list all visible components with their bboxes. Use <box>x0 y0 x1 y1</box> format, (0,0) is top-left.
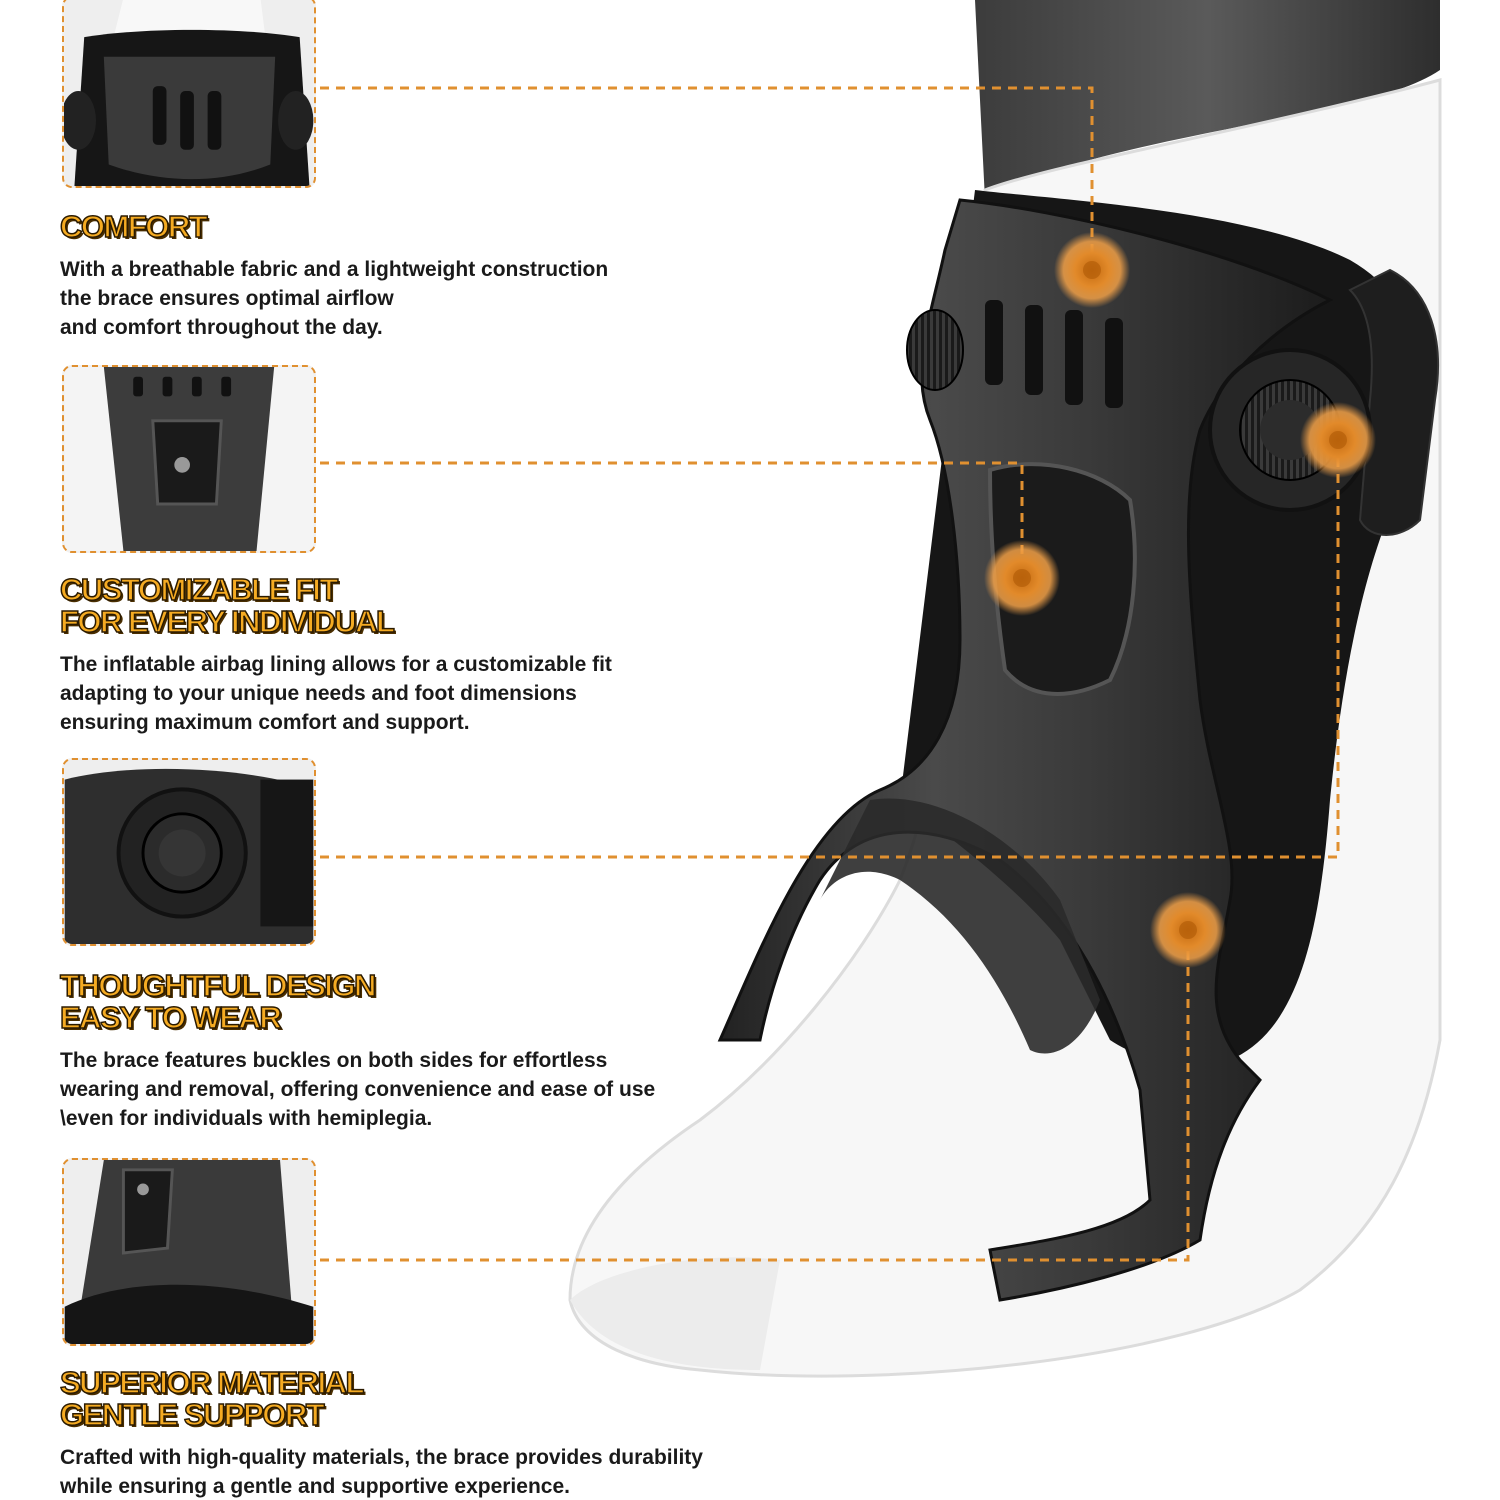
feature-title: COMFORT <box>59 209 820 244</box>
feature-title: CUSTOMIZABLE FIT FOR EVERY INDIVIDUAL <box>59 572 820 639</box>
feature-title-line: SUPERIOR MATERIAL <box>59 1365 365 1400</box>
brace-shell <box>717 198 1334 1302</box>
hotspot-marker-icon <box>984 540 1060 616</box>
feature-customizable-fit: CUSTOMIZABLE FIT FOR EVERY INDIVIDUAL Th… <box>59 572 820 737</box>
connector-lines <box>320 86 1340 1262</box>
hotspot-marker-icon <box>1150 892 1226 968</box>
hotspot-marker-icon <box>1054 232 1130 308</box>
feature-title-line: EASY TO WEAR <box>59 1000 282 1035</box>
feature-description-line: while ensuring a gentle and supportive e… <box>60 1475 570 1498</box>
feature-description-line: the brace ensures optimal airflow <box>60 287 394 310</box>
feature-title-line: THOUGHTFUL DESIGN <box>59 968 377 1003</box>
feature-description-line: The inflatable airbag lining allows for … <box>60 653 612 676</box>
feature-description: Crafted with high-quality materials, the… <box>60 1443 820 1500</box>
feature-description: The inflatable airbag lining allows for … <box>60 650 820 737</box>
feature-title: THOUGHTFUL DESIGN EASY TO WEAR <box>59 968 820 1035</box>
detail-thumbnail-airbag <box>62 365 316 553</box>
feature-description-line: With a breathable fabric and a lightweig… <box>60 258 609 281</box>
vent-slots <box>985 300 1123 408</box>
feature-description: With a breathable fabric and a lightweig… <box>60 255 820 342</box>
hotspot-marker-icon <box>1300 402 1376 478</box>
air-valve-icon <box>137 1183 149 1196</box>
detail-thumbnail-comfort <box>62 0 316 188</box>
feature-description-line: adapting to your unique needs and foot d… <box>60 682 577 705</box>
ankle-strap <box>1348 268 1439 536</box>
feature-description-line: \even for individuals with hemiplegia. <box>60 1107 433 1130</box>
feature-superior-material: SUPERIOR MATERIAL GENTLE SUPPORT Crafted… <box>59 1365 820 1500</box>
feature-description-line: ensuring maximum comfort and support. <box>60 711 470 734</box>
air-valve-icon <box>174 457 190 473</box>
feature-description: The brace features buckles on both sides… <box>60 1046 820 1133</box>
dial-knob-icon <box>278 91 314 150</box>
feature-comfort: COMFORT With a breathable fabric and a l… <box>59 209 820 342</box>
feature-description-line: The brace features buckles on both sides… <box>60 1049 608 1072</box>
feature-title-line: FOR EVERY INDIVIDUAL <box>59 604 395 639</box>
feature-title-line: CUSTOMIZABLE FIT <box>59 572 339 607</box>
dial-knob-icon <box>64 91 96 150</box>
feature-title-line: GENTLE SUPPORT <box>59 1397 325 1432</box>
feature-description-line: and comfort throughout the day. <box>60 316 383 339</box>
detail-thumbnail-buckle <box>62 758 316 946</box>
feature-description-line: Crafted with high-quality materials, the… <box>60 1446 703 1469</box>
feature-thoughtful-design: THOUGHTFUL DESIGN EASY TO WEAR The brace… <box>59 968 820 1133</box>
feature-title-line: COMFORT <box>59 209 208 244</box>
detail-thumbnail-material <box>62 1158 316 1346</box>
dial-knob-icon <box>906 309 964 391</box>
feature-title: SUPERIOR MATERIAL GENTLE SUPPORT <box>59 1365 820 1432</box>
dial-knob-icon <box>116 787 248 919</box>
feature-description-line: wearing and removal, offering convenienc… <box>60 1078 656 1101</box>
